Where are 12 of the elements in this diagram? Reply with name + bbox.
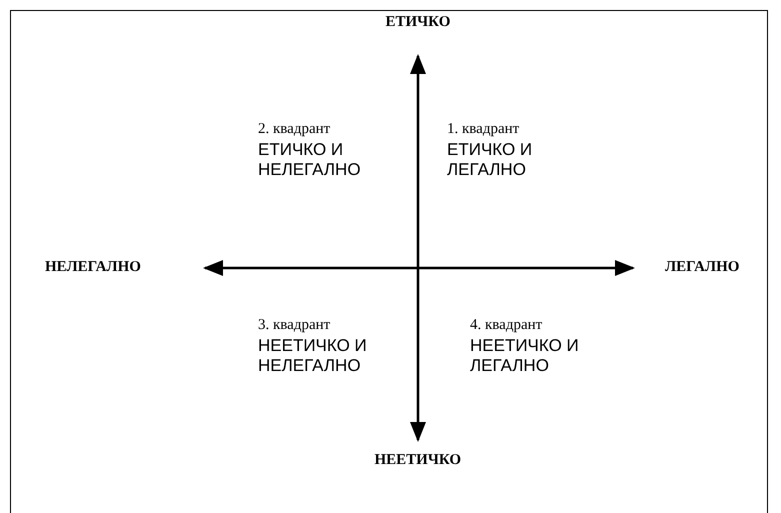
axis-label: ЛЕГАЛНО xyxy=(665,259,740,276)
quadrant-number: 3. квадрант xyxy=(258,317,330,334)
axis-label: НЕЕТИЧКО xyxy=(374,452,462,470)
axis-label: ЕТИЧКО xyxy=(386,14,450,32)
quadrant-description: ЕТИЧКО И ЛЕГАЛНО xyxy=(447,140,534,181)
quadrant-number: 1. квадрант xyxy=(447,121,520,138)
axis-label: НЕЛЕГАЛНО xyxy=(45,259,141,276)
quadrant-description: НЕЕТИЧКО И ЛЕГАЛНО xyxy=(470,336,580,377)
quadrant-number: 2. квадрант xyxy=(258,121,330,138)
quadrant-description: ЕТИЧКО И НЕЛЕГАЛНО xyxy=(258,140,362,181)
quadrant-number: 4. квадрант xyxy=(470,317,542,334)
quadrant-description: НЕЕТИЧКО И НЕЛЕГАЛНО xyxy=(258,336,368,377)
